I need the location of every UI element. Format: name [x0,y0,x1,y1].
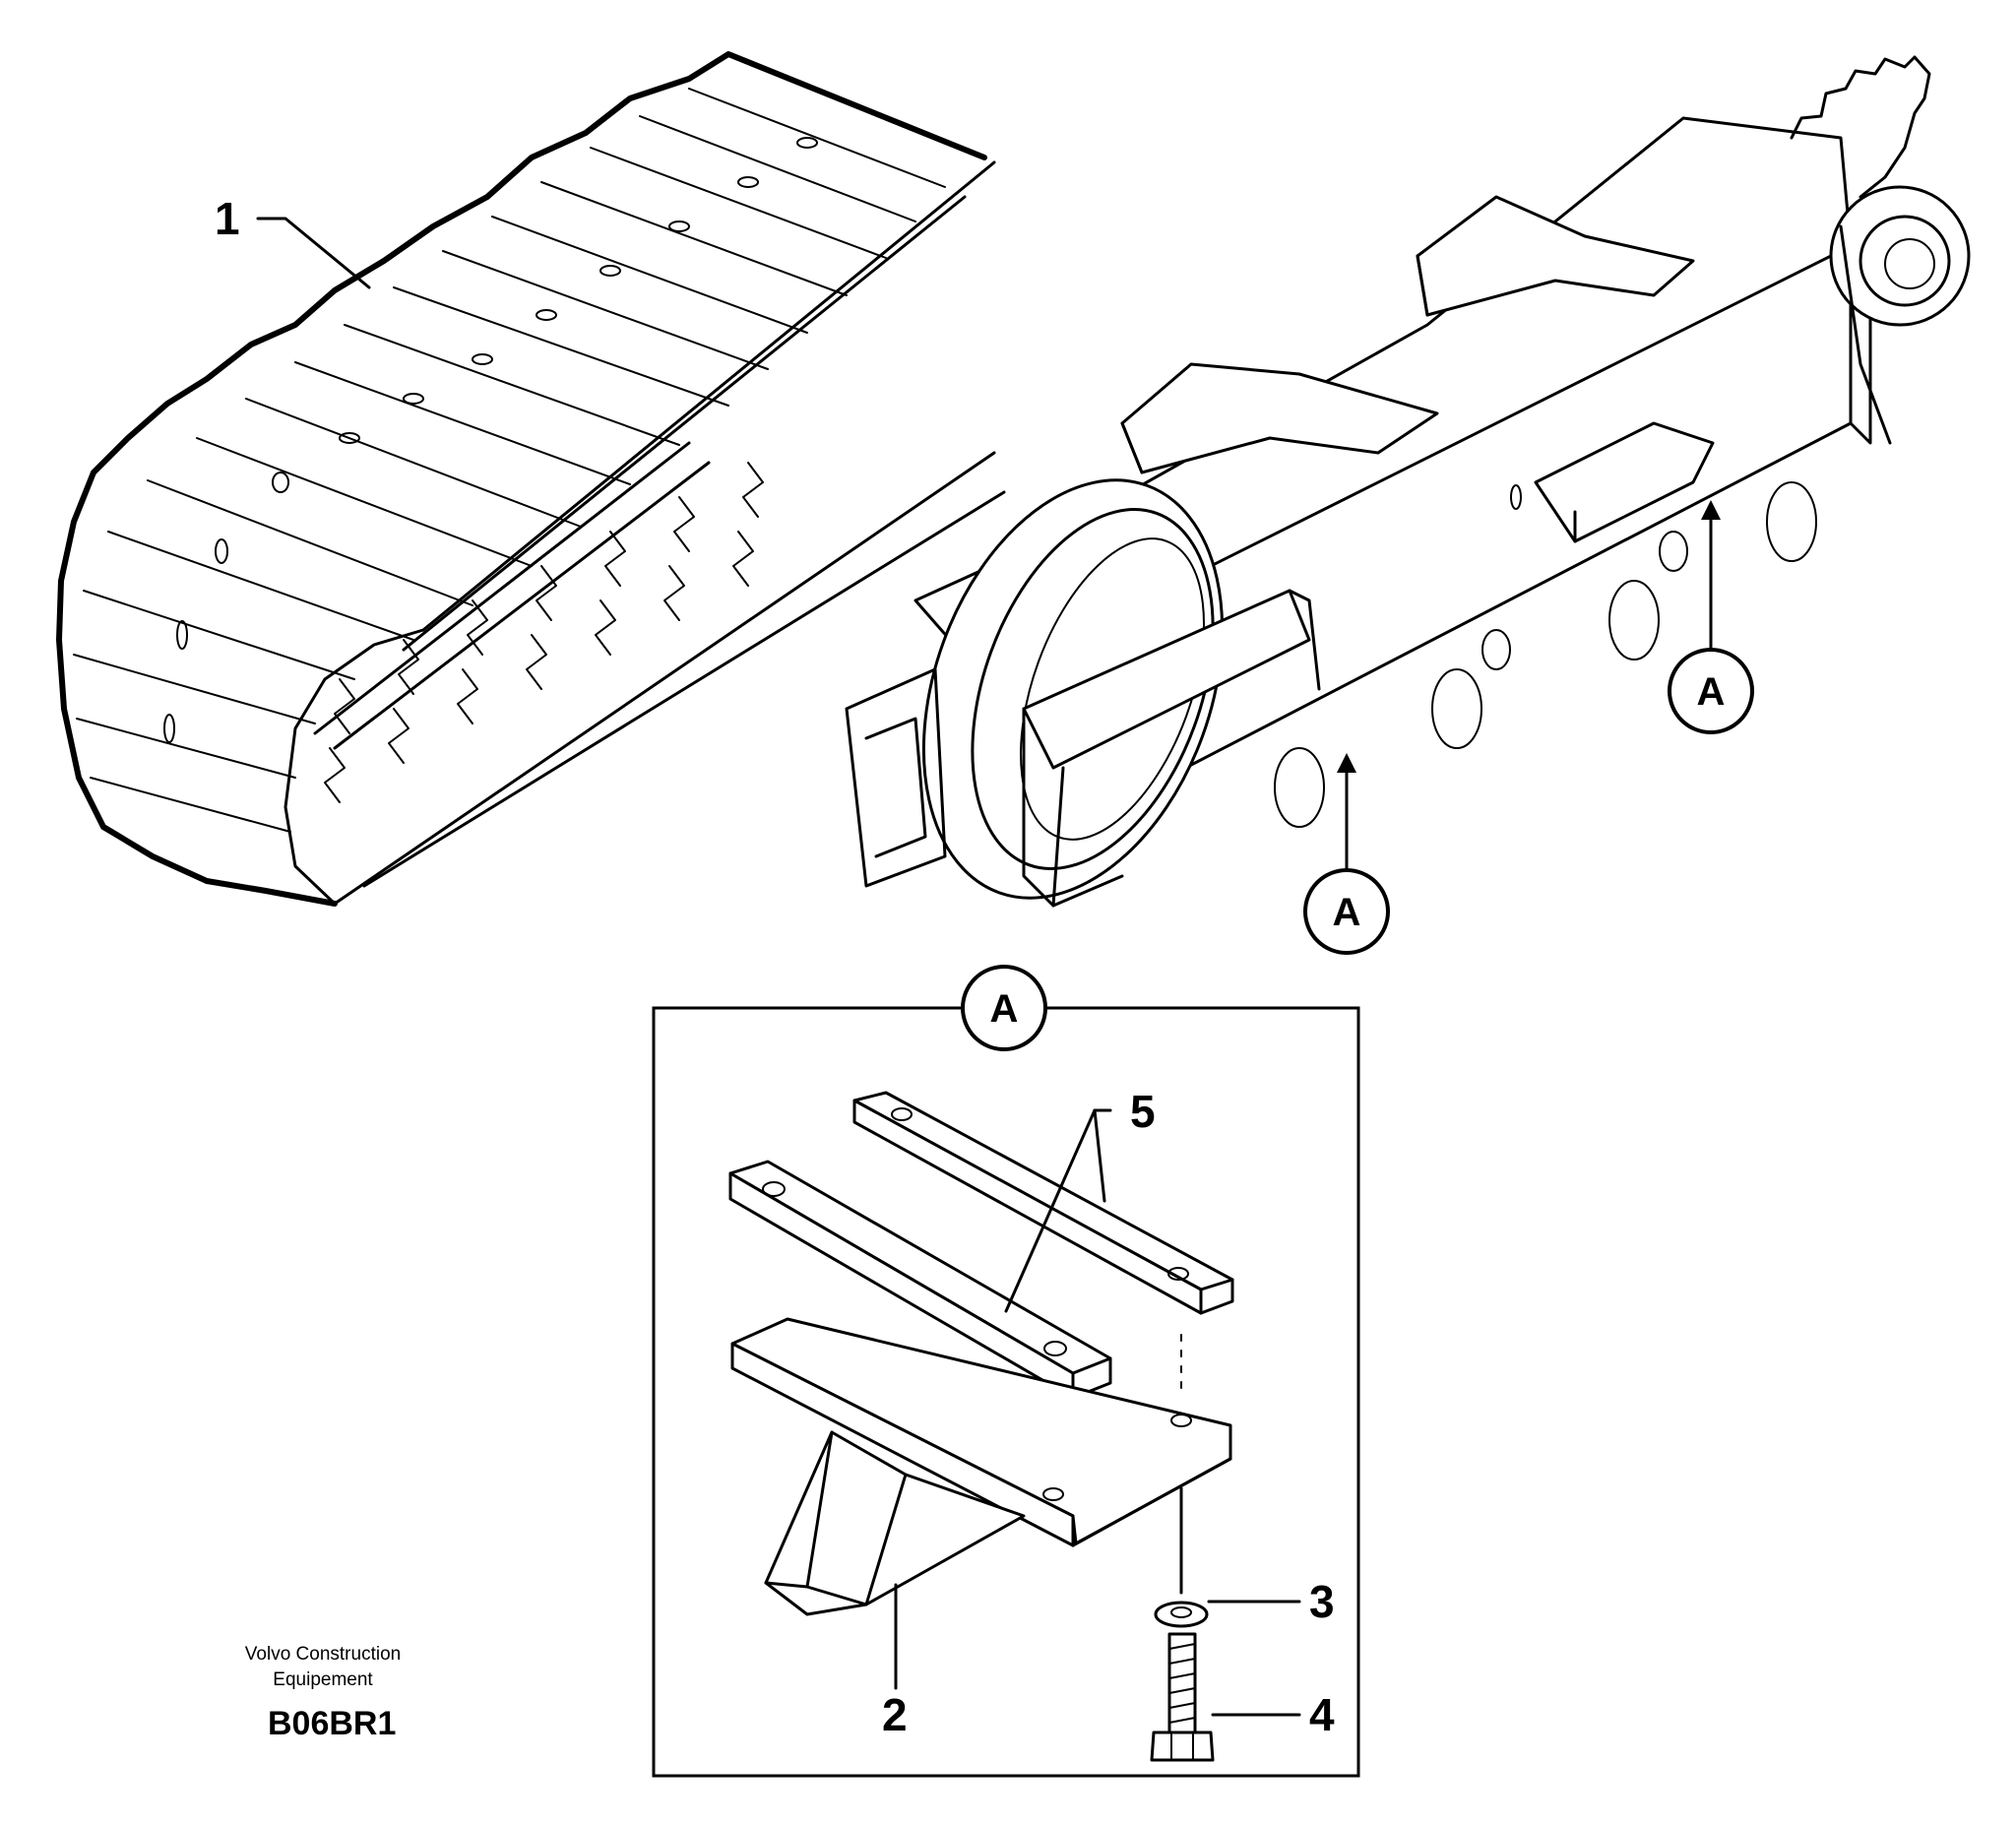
detail-marker-right-label: A [1697,670,1726,714]
detail-marker-right[interactable]: A [1668,500,1754,734]
shim-strips [728,1091,1234,1400]
leader-line-item-5b [1093,1108,1106,1203]
drive-sprocket [1790,55,1971,445]
track-guard-illustration [730,1317,1232,1616]
company-name-line2: Equipement [273,1669,373,1690]
rubber-track-illustration [56,51,1006,907]
callout-item-2: 2 [882,1689,908,1740]
washer [1154,1601,1209,1628]
leader-line-item-1 [256,217,371,289]
company-name-line1: Volvo Construction [245,1644,401,1665]
detail-box-label: A [990,987,1019,1031]
callout-item-5: 5 [1130,1086,1156,1137]
detail-marker-left[interactable]: A [1303,753,1390,955]
track-rollers [1274,481,1817,828]
detail-marker-left-label: A [1333,891,1361,934]
callout-item-3: 3 [1309,1576,1335,1627]
callout-item-1: 1 [215,193,240,244]
undercarriage-frame-illustration [845,55,1971,908]
callout-item-4: 4 [1309,1689,1335,1740]
detail-view-a: A [652,965,1360,1778]
drawing-code: B06BR1 [268,1705,396,1742]
detail-box-marker [961,965,1047,1051]
bolt [1150,1632,1215,1762]
